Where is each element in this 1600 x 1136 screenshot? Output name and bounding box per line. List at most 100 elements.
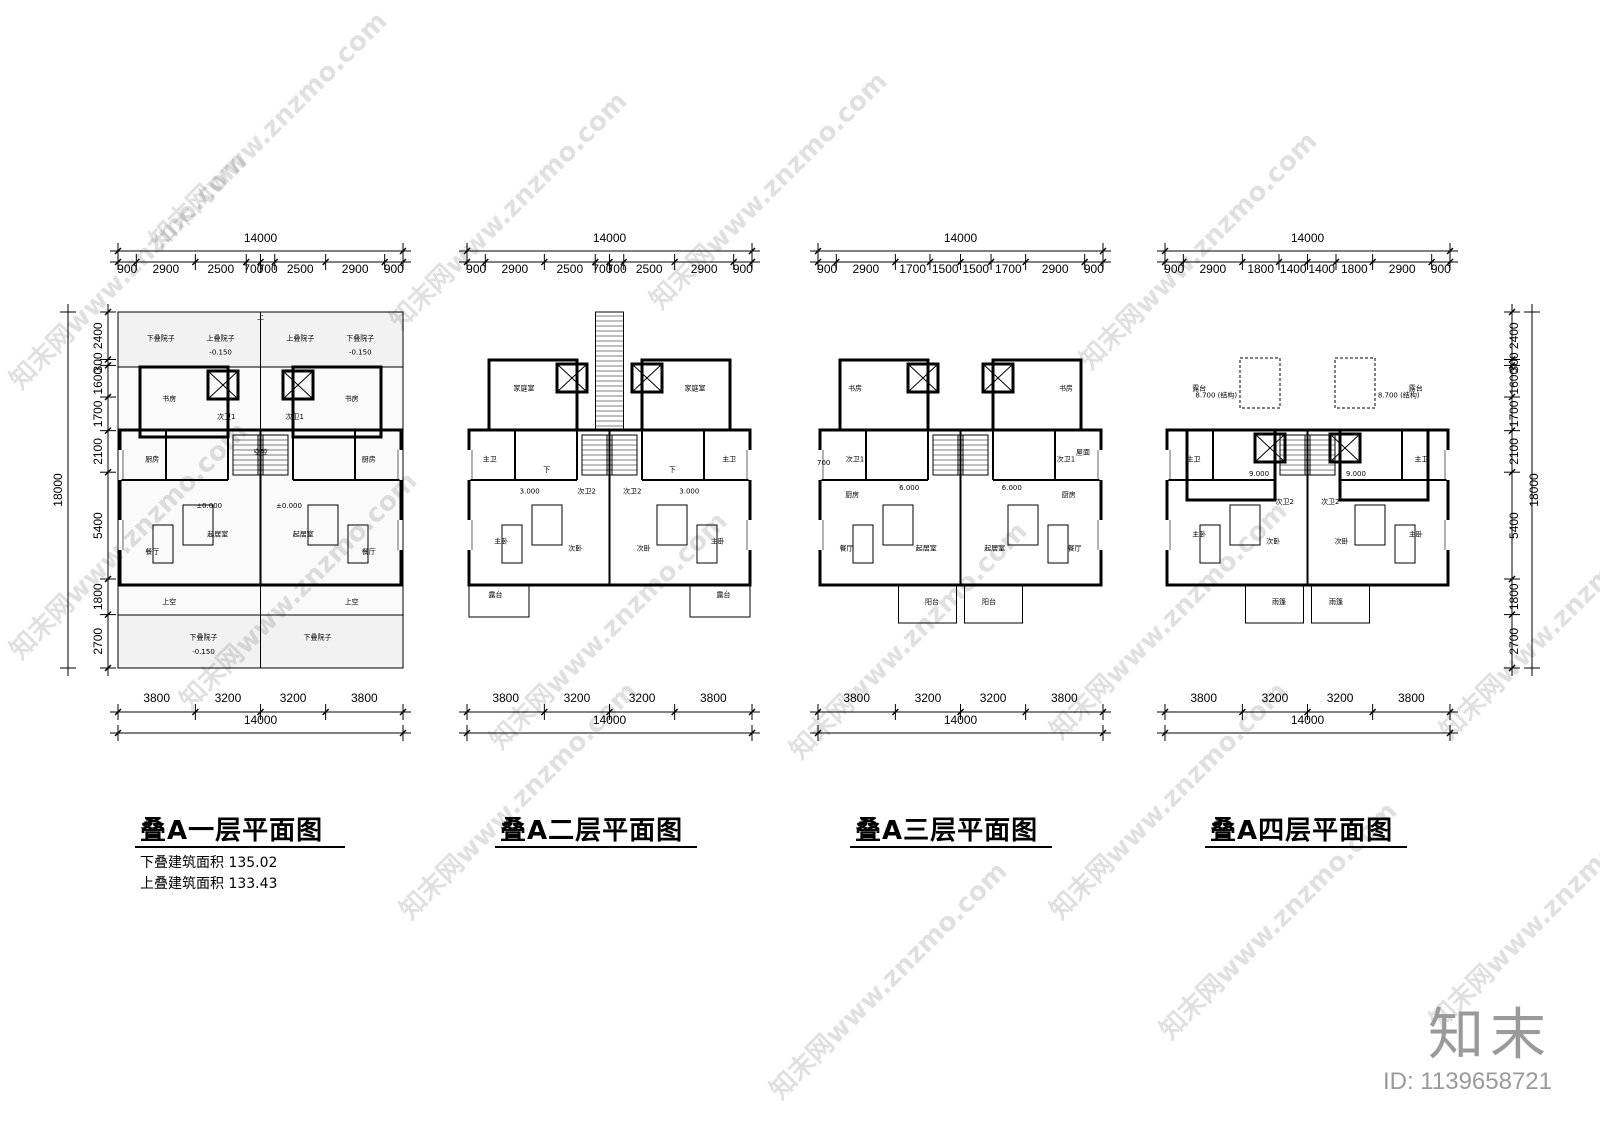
- canopy: [1311, 584, 1370, 624]
- bottom-total-label: 14000: [244, 713, 278, 727]
- bottom-dim-label: 3200: [280, 691, 307, 705]
- dim-slash: [271, 258, 279, 266]
- room-label: 厨房: [845, 490, 859, 499]
- elevator-left: [1253, 432, 1287, 464]
- elevator-cross: [556, 363, 588, 393]
- title-underline: [850, 846, 1052, 848]
- room-label: 3.000: [520, 488, 540, 496]
- room-label: 餐厅: [362, 547, 376, 556]
- dim-slash: [1099, 247, 1107, 255]
- top-dim-label: 2900: [852, 262, 879, 276]
- room-label: 屋面: [1076, 448, 1090, 456]
- dining-table: [152, 524, 174, 564]
- dim-slash: [1508, 355, 1516, 363]
- bottom-dim-label: 3200: [1327, 691, 1354, 705]
- top-dim-label: 1500: [962, 262, 989, 276]
- dim-slash: [748, 258, 756, 266]
- room-label: -0.150: [192, 648, 215, 656]
- room-label: 下: [669, 466, 676, 474]
- top-dim-label: 1400: [1280, 262, 1307, 276]
- dim-slash: [104, 664, 112, 672]
- roof-terrace-pergola: [1239, 357, 1281, 409]
- top-dim-label: 1700: [899, 262, 926, 276]
- room-label: 主卫: [483, 455, 497, 464]
- dim-slash: [114, 247, 122, 255]
- room-label: 6.000: [1002, 484, 1022, 492]
- top-dim-label: 2900: [691, 262, 718, 276]
- dim-slash: [671, 258, 679, 266]
- dim-slash: [926, 258, 934, 266]
- room-label: 下: [543, 466, 550, 474]
- top-dim-label: 2500: [287, 262, 314, 276]
- dim-slash: [1022, 258, 1030, 266]
- dining-table: [1047, 524, 1069, 564]
- balcony: [964, 584, 1023, 624]
- drawing-id: ID: 1139658721: [1382, 1068, 1552, 1095]
- dim-slash: [1508, 308, 1516, 316]
- room-label: 起居室: [916, 544, 937, 553]
- bottom-dim-label: 3800: [1190, 691, 1217, 705]
- bottom-dim-label: 3200: [1262, 691, 1289, 705]
- bottom-dim-label: 3800: [1398, 691, 1425, 705]
- room-label: 3.000: [679, 488, 699, 496]
- top-dim-label: 900: [466, 262, 486, 276]
- dim-slash: [322, 258, 330, 266]
- dim-slash: [540, 258, 548, 266]
- right-total-label: 18000: [1527, 473, 1541, 507]
- top-dim-label: 1800: [1341, 262, 1368, 276]
- dim-slash: [399, 258, 407, 266]
- dim-slash: [132, 258, 140, 266]
- dim-slash: [1369, 258, 1377, 266]
- dim-slash: [463, 729, 471, 737]
- dim-slash: [104, 308, 112, 316]
- top-total-label: 14000: [944, 231, 978, 245]
- right-dim-label: 5400: [1507, 512, 1521, 539]
- room-label: 空腔: [254, 447, 268, 456]
- room-label: 下叠院子: [190, 633, 218, 642]
- left-dim-label: 300: [91, 352, 105, 372]
- bottom-dim-label: 3800: [143, 691, 170, 705]
- top-dim-label: 1700: [995, 262, 1022, 276]
- room-label: 上: [257, 312, 264, 321]
- dim-slash: [987, 258, 995, 266]
- dim-slash: [381, 258, 389, 266]
- dim-slash: [399, 729, 407, 737]
- lower-unit-area: 下叠建筑面积 135.02: [140, 855, 278, 871]
- dim-slash: [114, 729, 122, 737]
- left-dim-label: 2700: [91, 628, 105, 655]
- top-dim-label: 2500: [207, 262, 234, 276]
- top-dim-label: 900: [1164, 262, 1184, 276]
- dim-slash: [191, 708, 199, 716]
- elevator-cross: [631, 363, 663, 393]
- top-dim-label: 700: [243, 262, 263, 276]
- sofa-set: [307, 504, 339, 546]
- room-label: 书房: [1059, 383, 1073, 392]
- dining-table: [1199, 524, 1221, 564]
- dim-slash: [1508, 575, 1516, 583]
- dim-slash: [1238, 708, 1246, 716]
- room-label: 次卧: [1266, 536, 1280, 545]
- room-label: 下叠院子: [304, 633, 332, 642]
- right-dim-label: 2100: [1507, 438, 1521, 465]
- top-dim-label: 2900: [152, 262, 179, 276]
- room-label: 阳台: [925, 597, 939, 606]
- plan-title-floor1: 叠A一层平面图: [140, 816, 324, 846]
- dining-table: [501, 524, 523, 564]
- room-label: 露台: [489, 590, 503, 599]
- bottom-dim-label: 3800: [1051, 691, 1078, 705]
- room-label: 厨房: [1062, 490, 1076, 499]
- dim-slash: [1508, 664, 1516, 672]
- dim-slash: [591, 258, 599, 266]
- elevator-right: [630, 362, 664, 394]
- dim-slash: [114, 258, 122, 266]
- room-label: 次卫1: [285, 412, 303, 421]
- brand-logo: 知末: [1428, 1003, 1552, 1068]
- dining-table: [347, 524, 369, 564]
- dim-slash: [748, 729, 756, 737]
- dim-slash: [1099, 258, 1107, 266]
- left-dim-label: 2100: [91, 438, 105, 465]
- top-dim-label: 2900: [501, 262, 528, 276]
- room-label: 主卧: [1192, 529, 1206, 538]
